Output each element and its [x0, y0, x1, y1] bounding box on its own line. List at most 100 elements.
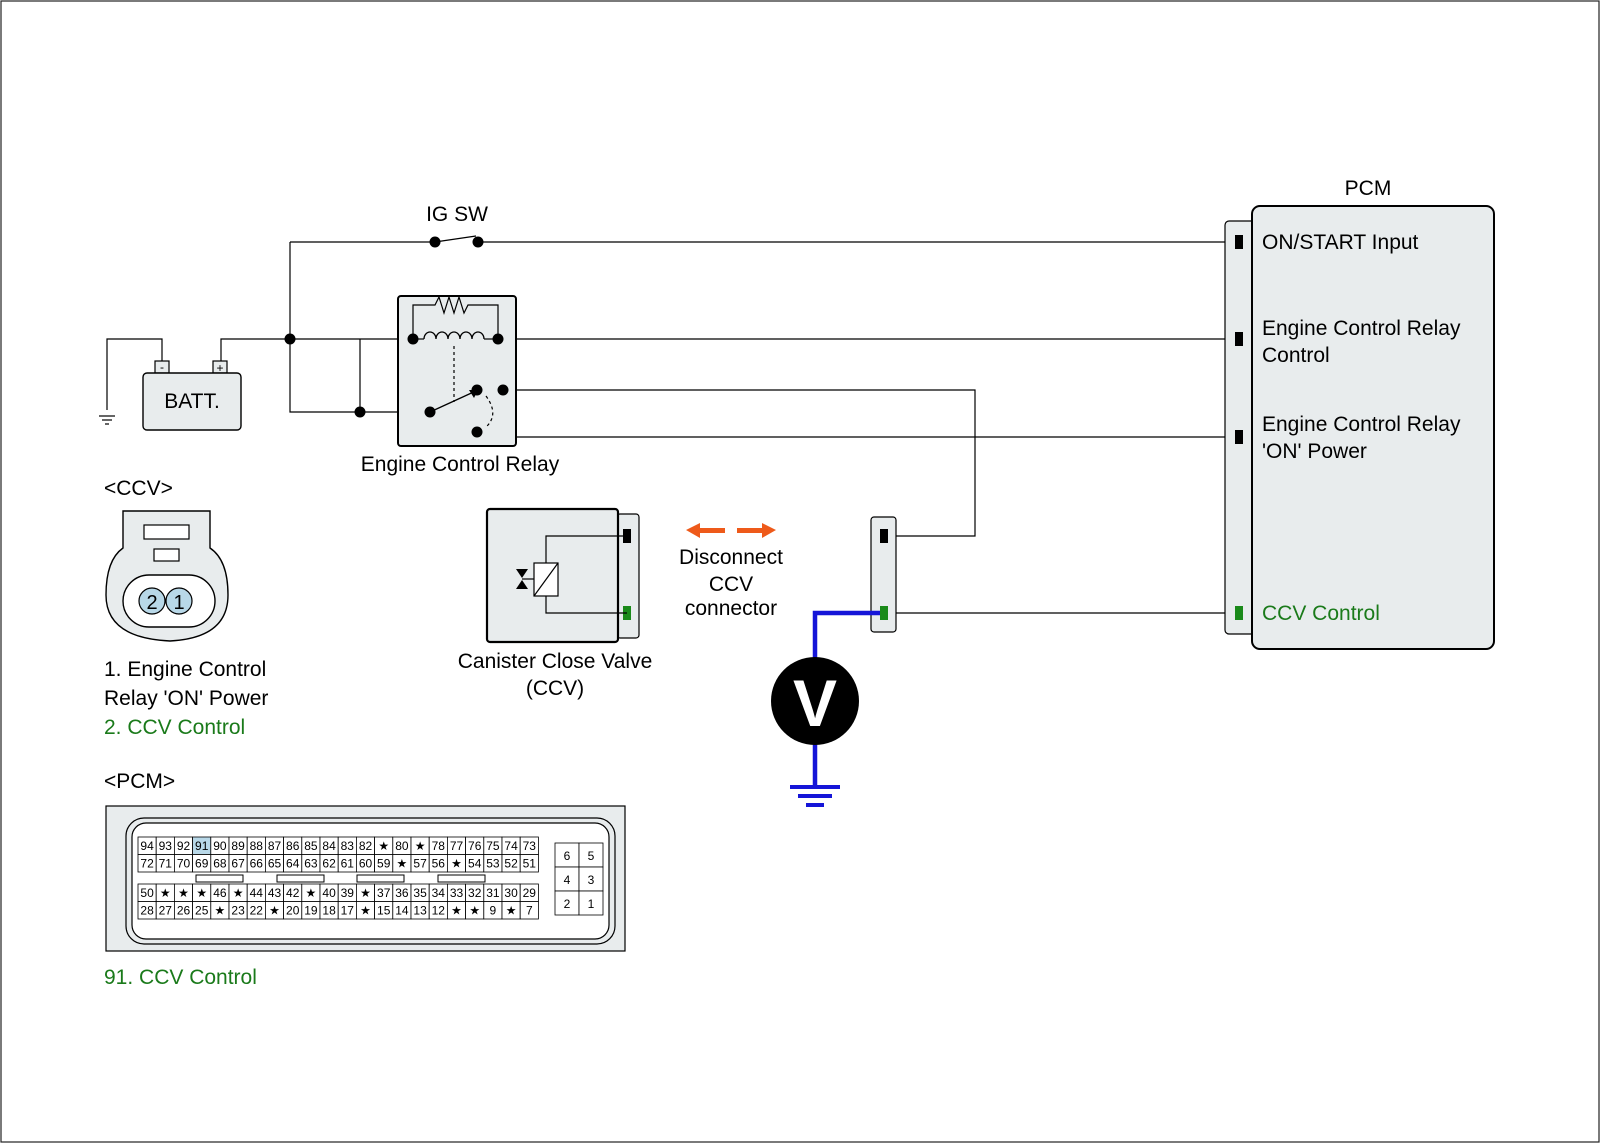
pcm-pin-number: 12: [432, 904, 446, 918]
pcm-pin-cell: 31: [483, 883, 503, 902]
pcm-side-pin-cell: 5: [578, 842, 604, 868]
pcm-pin-cell: ★: [301, 883, 321, 902]
pcm-pin-cell: 37: [374, 883, 394, 902]
ccv-internal-wire: [545, 535, 627, 563]
voltmeter-symbol: V: [793, 666, 837, 740]
pcm-pin-number: 59: [377, 857, 391, 871]
pcm-pin-cell: 69: [192, 854, 212, 873]
pcm-pin-cell: 93: [155, 836, 175, 855]
pcm-pin-cell: 35: [410, 883, 430, 902]
ccv-legend-1a: 1. Engine Control: [104, 658, 266, 681]
pcm-pin-number: 61: [341, 857, 355, 871]
pcm-pin-cell: 26: [173, 901, 193, 920]
pcm-pin-cell: 54: [465, 854, 485, 873]
relay-terminal: [471, 426, 483, 438]
pcm-side-pin-cell: 2: [554, 890, 580, 916]
pcm-pin-cell: 82: [355, 836, 375, 855]
pcm-pin-number: 31: [486, 886, 500, 900]
pcm-pin-number: 93: [159, 839, 173, 853]
pcm-pin-number: 82: [359, 839, 373, 853]
pcm-pin-cell: 15: [374, 901, 394, 920]
pcm-side-pin-number: 5: [588, 849, 595, 863]
pcm-pin-number: 9: [490, 904, 497, 918]
pcm-pin-number: 27: [159, 904, 173, 918]
relay-to-ccv-power-wire: [503, 389, 976, 537]
harness-pin-ccv: [880, 606, 888, 620]
pcm-pin-number: 67: [231, 857, 245, 871]
pcm-side-pin-cell: 6: [554, 842, 580, 868]
pcm-pin-cell: 88: [246, 836, 266, 855]
pcm-side-pin-cell: 3: [578, 866, 604, 892]
resistor-icon: [412, 294, 499, 339]
pcm-pin-cell: 76: [465, 836, 485, 855]
pcm-pin-number: ★: [178, 886, 189, 900]
pcm-pin-cell: 78: [428, 836, 448, 855]
pcm-pin-number: 54: [468, 857, 482, 871]
pcm-pin-cell: 72: [137, 854, 157, 873]
pcm-pin: [1235, 430, 1243, 444]
battery-plus-sign: +: [216, 361, 223, 375]
pcm-pin-cell: 28: [137, 901, 157, 920]
pcm-pin-number: ★: [378, 839, 389, 853]
relay-terminal: [492, 333, 504, 345]
ccv-label-2: (CCV): [526, 677, 584, 700]
battery-plus-wire: [220, 338, 290, 361]
pcm-pin-cell: 57: [410, 854, 430, 873]
pcm-pin-number: 57: [413, 857, 427, 871]
pcm-pin-number: ★: [415, 839, 426, 853]
pcm-pin-cell: 43: [264, 883, 284, 902]
pcm-pin-cell: 80: [392, 836, 412, 855]
pcm-pin-cell: 34: [428, 883, 448, 902]
pcm-pin-cell: ★: [446, 854, 466, 873]
pcm-pin-number: 22: [250, 904, 264, 918]
pcm-pin-cell: 65: [264, 854, 284, 873]
pcm-pin-number: 91: [195, 839, 209, 853]
pcm-pin-cell: 29: [519, 883, 539, 902]
pcm-pin-cell: 44: [246, 883, 266, 902]
pcm-pin-cell: 83: [337, 836, 357, 855]
pcm-pin-cell: 63: [301, 854, 321, 873]
pcm-pin-cell: ★: [210, 901, 230, 920]
pcm-pin-cell: 85: [301, 836, 321, 855]
pcm-pin-ccv: [1235, 606, 1243, 620]
ground-icon: [790, 785, 840, 807]
relay-contact-arm: [429, 389, 479, 413]
pcm-pin-number: 7: [526, 904, 533, 918]
pcm-pin-number: 33: [450, 886, 464, 900]
meter-lead-positive: [812, 610, 880, 660]
pcm-pin-number: 53: [486, 857, 500, 871]
pcm-pin-number: 71: [159, 857, 173, 871]
pcm-pin-number: 78: [432, 839, 446, 853]
pcm-side-pin-number: 6: [564, 849, 571, 863]
pcm-pin-number: 83: [341, 839, 355, 853]
instruction-line-1: Disconnect: [679, 546, 783, 569]
pcm-pin-cell: ★: [355, 883, 375, 902]
pcm-pin-cell: 20: [283, 901, 303, 920]
pcm-pin-number: 92: [177, 839, 191, 853]
relay-label: Engine Control Relay: [361, 453, 560, 476]
pcm-title: PCM: [1345, 177, 1392, 200]
pcm-pin-cell: ★: [173, 883, 193, 902]
relay-terminal: [497, 384, 509, 396]
pcm-pin-cell: 89: [228, 836, 248, 855]
pcm-pin-cell: 94: [137, 836, 157, 855]
pcm-pin-cell: 46: [210, 883, 230, 902]
ccv-label-1: Canister Close Valve: [458, 650, 653, 673]
pcm-pin-cell: 7: [519, 901, 539, 920]
pcm-pin-cell: ★: [446, 901, 466, 920]
pcm-pin-number: 35: [413, 886, 427, 900]
pcm-pin-cell: 74: [501, 836, 521, 855]
pcm-pin-number: ★: [196, 886, 207, 900]
pcm-legend: 91. CCV Control: [104, 966, 257, 989]
pcm-pin-number: 66: [250, 857, 264, 871]
relay-terminal: [407, 333, 419, 345]
instruction-line-3: connector: [685, 597, 777, 620]
harness-pin: [880, 529, 888, 543]
pcm-pin-number: 19: [304, 904, 318, 918]
harness-connector: [870, 516, 897, 633]
pcm-pin-number: 25: [195, 904, 209, 918]
pcm-pin-number: 13: [413, 904, 427, 918]
